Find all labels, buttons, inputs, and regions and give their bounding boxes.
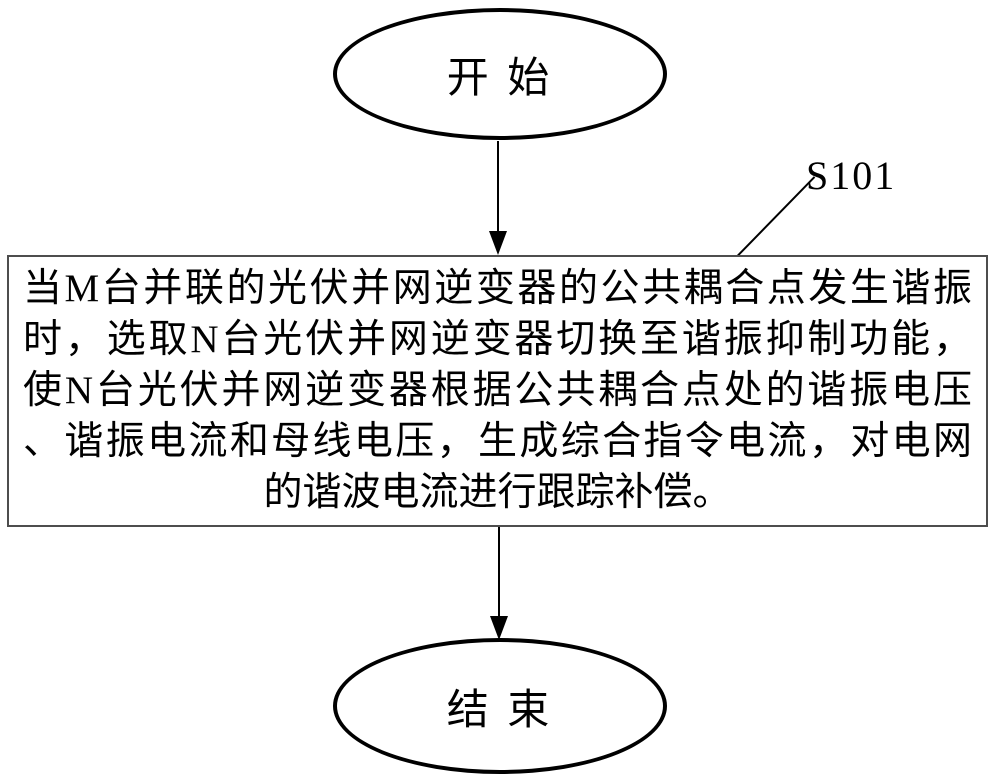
arrow-process-to-end-head xyxy=(490,616,508,640)
arrow-process-to-end-line xyxy=(498,527,500,618)
step-callout-line xyxy=(737,176,816,257)
process-text-line-5: 的谐波电流进行跟踪补偿。 xyxy=(263,471,732,514)
start-terminal: 开 始 xyxy=(333,8,667,140)
process-text-line-1: 当M台并联的光伏并网逆变器的公共耦合点发生谐振 xyxy=(23,267,972,310)
process-box: 当M台并联的光伏并网逆变器的公共耦合点发生谐振 时，选取N台光伏并网逆变器切换至… xyxy=(7,255,988,527)
arrow-start-to-process-line xyxy=(497,141,499,235)
step-label: S101 xyxy=(806,153,897,198)
start-terminal-label: 开 始 xyxy=(446,55,554,102)
arrow-start-to-process-head xyxy=(489,231,507,255)
process-text-line-2: 时，选取N台光伏并网逆变器切换至谐振抑制功能， xyxy=(23,318,972,361)
end-terminal-label: 结 束 xyxy=(446,687,554,734)
process-text-line-3: 使N台光伏并网逆变器根据公共耦合点处的谐振电压 xyxy=(23,369,972,412)
end-terminal: 结 束 xyxy=(333,638,667,774)
process-text-line-4: 、谐振电流和母线电压，生成综合指令电流，对电网 xyxy=(23,420,972,463)
